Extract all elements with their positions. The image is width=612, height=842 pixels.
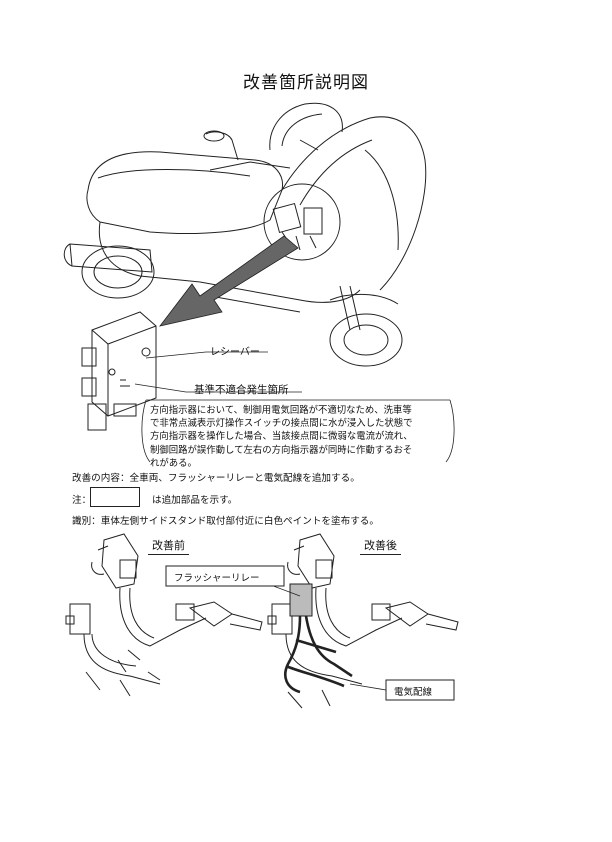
defect-note-line: 方向指示器において、制御用電気回路が不適切なため、洗車等 [150, 405, 412, 416]
note-suffix: は追加部品を示す。 [152, 495, 238, 506]
added-part-legend-box [90, 487, 140, 507]
defect-location-label: 基準不適合発生箇所 [194, 384, 289, 396]
defect-note-line: 方向指示器を操作した場合、当該接点間に微弱な電流が流れ、 [150, 431, 413, 443]
flasher-relay [289, 583, 313, 617]
defect-note-line: で非常点滅表示灯操作スイッチの接点間に水が浸入した状態で [150, 418, 413, 430]
flasher-relay-label: フラッシャーリレー [174, 573, 260, 584]
after-label: 改善後 [360, 537, 401, 555]
wiring-label: 電気配線 [394, 687, 433, 698]
page-title: 改善箇所説明図 [243, 73, 369, 93]
defect-description: 方向指示器において、制御用電気回路が不適切なため、洗車等 で非常点滅表示灯操作ス… [150, 404, 446, 470]
pointer-arrow [159, 235, 299, 327]
defect-note-line: 制御回路が誤作動して左右の方向指示器が同時に作動するおそ [150, 444, 413, 456]
added-wiring [284, 615, 353, 694]
receiver-label: レシーバー [210, 347, 260, 358]
improvement-content: 改善の内容：全車両、フラッシャーリレーと電気配線を追加する。 [72, 473, 360, 484]
scooter-illustration [63, 102, 455, 463]
note-prefix: 注： [72, 495, 92, 506]
before-label: 改善前 [148, 537, 189, 555]
defect-note-line: れがある。 [150, 457, 197, 469]
identification-line: 識別：車体左側サイドスタンド取付部付近に白色ペイントを塗布する。 [72, 516, 379, 527]
